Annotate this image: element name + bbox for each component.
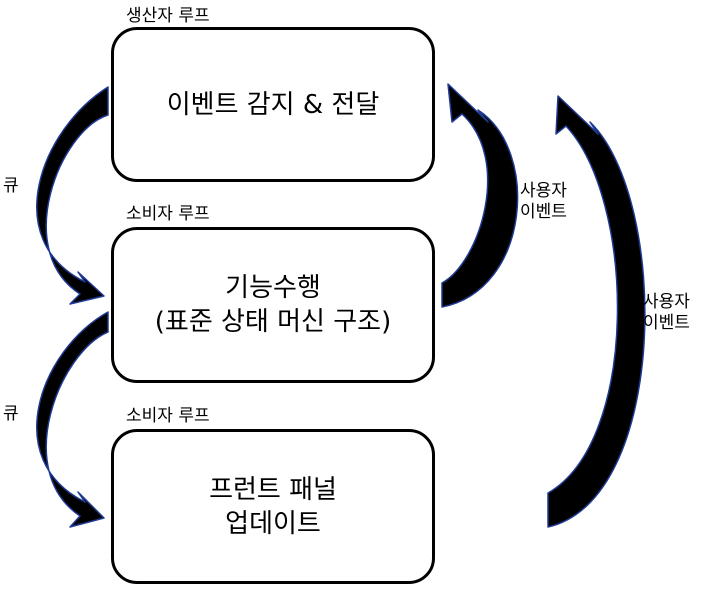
event-detect-box: 이벤트 감지 & 전달 <box>111 27 435 182</box>
consumer-loop-label-panel: 소비자 루프 <box>126 406 210 426</box>
function-subtitle: (표준 상태 머신 구조) <box>154 307 392 337</box>
user-event-arrow-inner <box>441 83 519 308</box>
producer-loop-label: 생산자 루프 <box>126 6 210 26</box>
function-box: 기능수행 (표준 상태 머신 구조) <box>111 227 435 383</box>
panel-update-box: 프런트 패널 업데이트 <box>111 429 435 584</box>
user-event-arrow-outer <box>547 95 646 528</box>
user-event-label-inner: 사용자 이벤트 <box>520 181 567 223</box>
user-event-label-outer: 사용자 이벤트 <box>643 292 690 334</box>
user-event-inner-line1: 사용자 <box>520 181 567 201</box>
consumer-loop-label-function: 소비자 루프 <box>126 204 210 224</box>
event-detect-text: 이벤트 감지 & 전달 <box>166 89 380 120</box>
queue-arrow-upper <box>36 86 109 305</box>
user-event-outer-line2: 이벤트 <box>643 313 690 333</box>
user-event-outer-line1: 사용자 <box>643 292 690 312</box>
queue-arrow-lower <box>36 311 109 528</box>
user-event-inner-line2: 이벤트 <box>520 202 567 222</box>
panel-update-line2: 업데이트 <box>225 508 321 539</box>
queue-label-lower: 큐 <box>3 404 19 424</box>
panel-update-line1: 프런트 패널 <box>209 474 337 505</box>
function-title: 기능수행 <box>225 273 321 303</box>
queue-label-upper: 큐 <box>3 176 19 196</box>
